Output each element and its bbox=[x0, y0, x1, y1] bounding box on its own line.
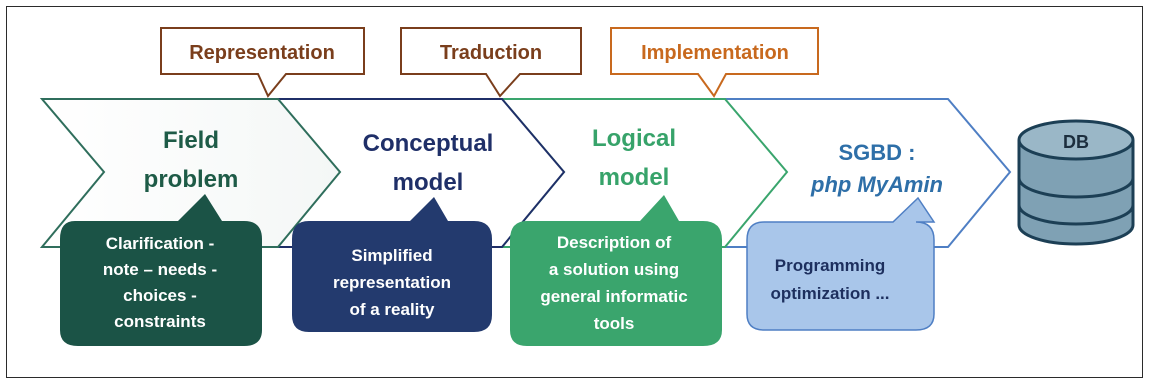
svg-text:Description of: Description of bbox=[557, 233, 672, 252]
phase-label-representation: Representation bbox=[160, 27, 365, 98]
svg-text:representation: representation bbox=[333, 273, 451, 292]
step-title-logical-model: Logical model bbox=[592, 125, 676, 191]
svg-text:tools: tools bbox=[594, 314, 635, 333]
step-title-field-problem: Field problem bbox=[144, 127, 239, 193]
phase-label-text: Representation bbox=[189, 42, 335, 64]
svg-text:Clarification -: Clarification - bbox=[106, 234, 215, 253]
svg-text:problem: problem bbox=[144, 166, 239, 193]
database-icon: DB bbox=[1017, 119, 1135, 246]
phase-label-text: Traduction bbox=[440, 42, 542, 64]
callout-field-problem: Clarification - note – needs - choices -… bbox=[60, 194, 262, 346]
svg-text:of a reality: of a reality bbox=[349, 300, 435, 319]
callout-conceptual-model: Simplified representation of a reality bbox=[292, 197, 492, 332]
svg-text:general informatic: general informatic bbox=[540, 287, 687, 306]
svg-text:Simplified: Simplified bbox=[351, 246, 432, 265]
svg-text:constraints: constraints bbox=[114, 312, 206, 331]
svg-text:model: model bbox=[393, 169, 464, 196]
svg-text:Field: Field bbox=[163, 127, 219, 154]
chevron-step-1 bbox=[39, 98, 342, 248]
svg-text:Logical: Logical bbox=[592, 125, 676, 152]
callout-logical-model: Description of a solution using general … bbox=[510, 195, 722, 346]
svg-text:model: model bbox=[599, 164, 670, 191]
diagram-frame bbox=[6, 6, 1143, 378]
svg-text:a solution using: a solution using bbox=[549, 260, 679, 279]
phase-label-text: Implementation bbox=[641, 42, 789, 64]
phase-label-implementation: Implementation bbox=[610, 27, 819, 98]
step-title-sgbd: SGBD : php MyAmin bbox=[810, 140, 943, 197]
step-title-conceptual-model: Conceptual model bbox=[363, 130, 494, 196]
database-label: DB bbox=[1063, 132, 1089, 152]
callout-sgbd: Programming optimization ... bbox=[746, 196, 936, 331]
svg-text:SGBD :: SGBD : bbox=[839, 140, 916, 165]
svg-text:note – needs -: note – needs - bbox=[103, 260, 217, 279]
svg-text:Conceptual: Conceptual bbox=[363, 130, 494, 157]
svg-text:php MyAmin: php MyAmin bbox=[810, 172, 943, 197]
svg-text:choices -: choices - bbox=[123, 286, 197, 305]
svg-text:Programming: Programming bbox=[775, 256, 886, 275]
svg-text:optimization ...: optimization ... bbox=[771, 284, 890, 303]
phase-label-traduction: Traduction bbox=[400, 27, 582, 98]
